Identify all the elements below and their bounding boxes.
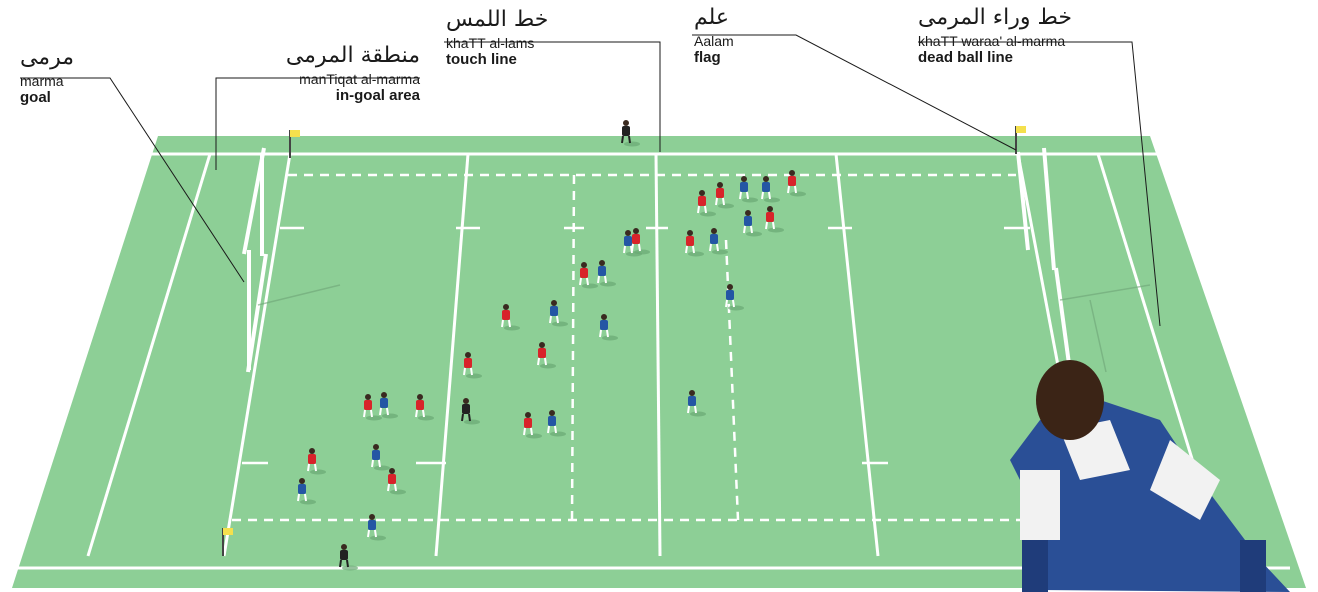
player-figure xyxy=(501,304,520,331)
dead-translit: khaTT waraa' al-marma xyxy=(918,32,1066,49)
flag-leader xyxy=(692,34,1017,151)
ingoal-arabic: منطقة المرمى xyxy=(285,43,420,68)
flag-english: flag xyxy=(694,48,721,66)
player-figure xyxy=(765,206,784,233)
player-figure xyxy=(597,260,616,287)
goal-translit: marma xyxy=(20,72,64,89)
flag-label: علم Aalam flag xyxy=(694,4,814,66)
player-figure xyxy=(463,352,482,379)
flag-translit: Aalam xyxy=(694,32,734,49)
player-figure xyxy=(787,170,806,197)
goal-posts-left xyxy=(242,147,268,373)
player-figure xyxy=(739,176,758,203)
goal-arabic: مرمى xyxy=(19,45,74,70)
players xyxy=(297,120,806,571)
halfway-line xyxy=(654,153,662,557)
player-figure xyxy=(579,262,598,289)
player-figure xyxy=(523,412,542,439)
ingoal-translit: manTiqat al-marma xyxy=(299,70,420,87)
ingoal-leader xyxy=(215,77,420,170)
player-figure xyxy=(623,230,642,257)
foreground-player xyxy=(1010,360,1290,592)
player-figure xyxy=(599,314,618,341)
line-22-left xyxy=(434,153,470,557)
dead-ball-label: خط وراء المرمى khaTT waraa' al-marma dea… xyxy=(918,4,1138,66)
player-figure xyxy=(415,394,434,421)
touch-label: خط اللمس khaTT al-lams touch line xyxy=(446,6,646,68)
player-figure xyxy=(687,390,706,417)
corner-flags xyxy=(222,126,1026,556)
line-22-right xyxy=(834,153,880,557)
player-figure xyxy=(371,444,390,471)
player-figure xyxy=(307,448,326,475)
player-figure xyxy=(697,190,716,217)
player-figure xyxy=(549,300,568,327)
dead-ball-line-left xyxy=(86,153,212,557)
player-figure xyxy=(367,514,386,541)
player-figure xyxy=(631,228,650,255)
touch-leader xyxy=(444,41,661,152)
player-figure xyxy=(743,210,762,237)
ingoal-label: منطقة المرمى manTiqat al-marma in-goal a… xyxy=(218,42,420,104)
leader-lines xyxy=(20,34,1161,327)
goal-leader xyxy=(20,77,245,283)
touch-english: touch line xyxy=(446,50,517,68)
goal-label: مرمى marma goal xyxy=(20,44,140,106)
player-figure xyxy=(379,392,398,419)
player-figure xyxy=(547,410,566,437)
dead-leader xyxy=(918,41,1161,327)
player-figure xyxy=(461,398,480,425)
goal-english: goal xyxy=(20,88,51,106)
touch-arabic: خط اللمس xyxy=(446,7,549,32)
player-figure xyxy=(725,284,744,311)
player-figure xyxy=(709,228,728,255)
player-figure xyxy=(685,230,704,257)
player-figure xyxy=(363,394,382,421)
player-figure xyxy=(387,468,406,495)
try-line-left xyxy=(222,153,292,557)
player-figure xyxy=(339,544,358,571)
touch-translit: khaTT al-lams xyxy=(446,34,535,51)
player-figure xyxy=(537,342,556,369)
player-figure xyxy=(621,120,640,147)
player-figure xyxy=(297,478,316,505)
dead-english: dead ball line xyxy=(918,48,1014,66)
dead-arabic: خط وراء المرمى xyxy=(918,5,1072,30)
flag-arabic: علم xyxy=(694,5,730,30)
player-figure xyxy=(715,182,734,209)
player-figure xyxy=(761,176,780,203)
ingoal-english: in-goal area xyxy=(335,86,420,104)
